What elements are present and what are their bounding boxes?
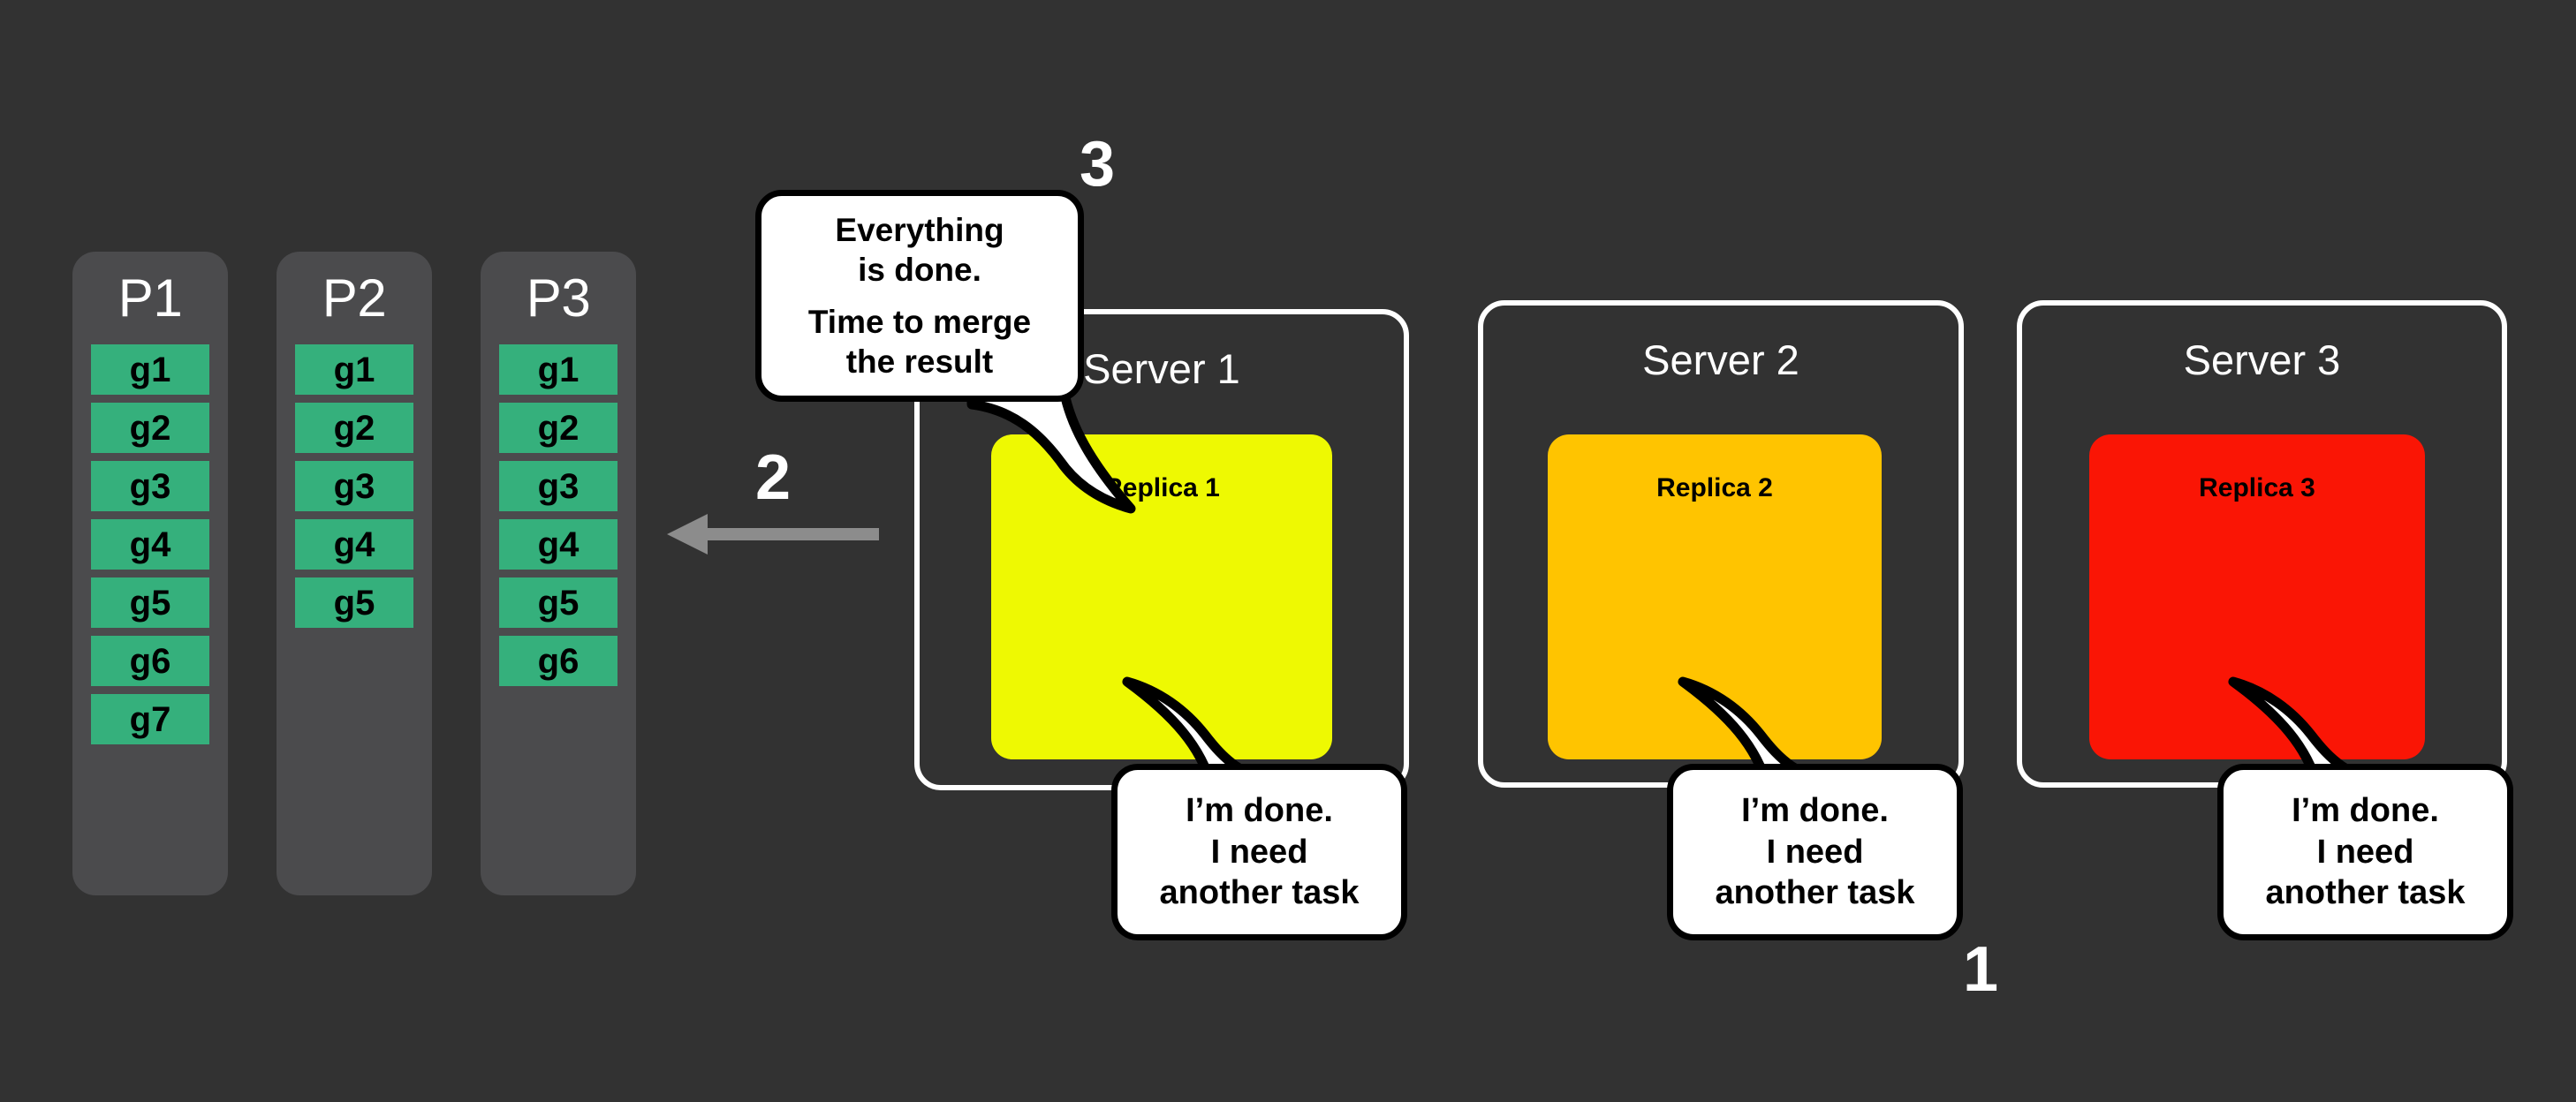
merge-arrow [667,512,879,556]
step-number-1: 1 [1963,934,1999,1005]
step-number-3: 3 [1080,129,1116,200]
replica-1[interactable]: Replica 1 [991,434,1332,759]
bubble-line: I need [2316,833,2414,871]
chunk[interactable]: g1 [295,344,413,395]
partition-p2-chunks: g1 g2 g3 g4 g5 [277,344,432,628]
left-arrow-icon [667,514,879,555]
partition-p2-title: P2 [322,268,387,328]
bubble-line: the result [845,343,994,381]
chunk[interactable]: g2 [499,403,617,453]
chunk[interactable]: g5 [295,577,413,628]
bubble-server-2[interactable]: I’m done. I need another task [1667,764,1963,940]
replica-2-label: Replica 2 [1656,473,1773,502]
server-3-title: Server 3 [2183,336,2341,383]
replica-2[interactable]: Replica 2 [1548,434,1882,759]
bubble-line: another task [1159,874,1360,912]
partition-group: P1 g1 g2 g3 g4 g5 g6 g7 P2 g1 g2 g3 g4 g… [72,252,636,895]
chunk[interactable]: g4 [499,519,617,570]
bubble-line: another task [1715,874,1915,912]
bubble-merge-result[interactable]: Everything is done. Time to merge the re… [755,190,1084,402]
bubble-line: I’m done. [1741,792,1889,830]
bubble-server-3[interactable]: I’m done. I need another task [2217,764,2513,940]
partition-p1-title: P1 [117,268,183,328]
chunk[interactable]: g2 [295,403,413,453]
chunk[interactable]: g6 [91,636,209,686]
bubble-line: another task [2265,874,2466,912]
chunk[interactable]: g3 [295,461,413,511]
bubble-line: I’m done. [1186,792,1333,830]
replica-3[interactable]: Replica 3 [2089,434,2425,759]
partition-p1-chunks: g1 g2 g3 g4 g5 g6 g7 [72,344,228,744]
partition-p3[interactable]: P3 g1 g2 g3 g4 g5 g6 [481,252,636,895]
bubble-line: I’m done. [2292,792,2439,830]
chunk[interactable]: g7 [91,694,209,744]
chunk[interactable]: g1 [91,344,209,395]
chunk[interactable]: g3 [91,461,209,511]
bubble-server-1[interactable]: I’m done. I need another task [1111,764,1407,940]
partition-p3-chunks: g1 g2 g3 g4 g5 g6 [481,344,636,686]
chunk[interactable]: g4 [295,519,413,570]
chunk[interactable]: g5 [91,577,209,628]
partition-p2[interactable]: P2 g1 g2 g3 g4 g5 [277,252,432,895]
replica-1-label: Replica 1 [1103,473,1220,502]
partition-p1[interactable]: P1 g1 g2 g3 g4 g5 g6 g7 [72,252,228,895]
chunk[interactable]: g6 [499,636,617,686]
partition-p3-title: P3 [526,268,591,328]
chunk[interactable]: g3 [499,461,617,511]
bubble-line: I need [1210,833,1308,871]
chunk[interactable]: g4 [91,519,209,570]
replica-3-label: Replica 3 [2199,473,2315,502]
bubble-line: I need [1766,833,1864,871]
bubble-line: Everything [835,211,1004,248]
bubble-line: Time to merge [807,304,1032,340]
chunk[interactable]: g2 [91,403,209,453]
server-2-title: Server 2 [1642,336,1799,383]
chunk[interactable]: g5 [499,577,617,628]
step-number-2: 2 [755,442,792,513]
chunk[interactable]: g1 [499,344,617,395]
bubble-line: is done. [858,251,981,288]
